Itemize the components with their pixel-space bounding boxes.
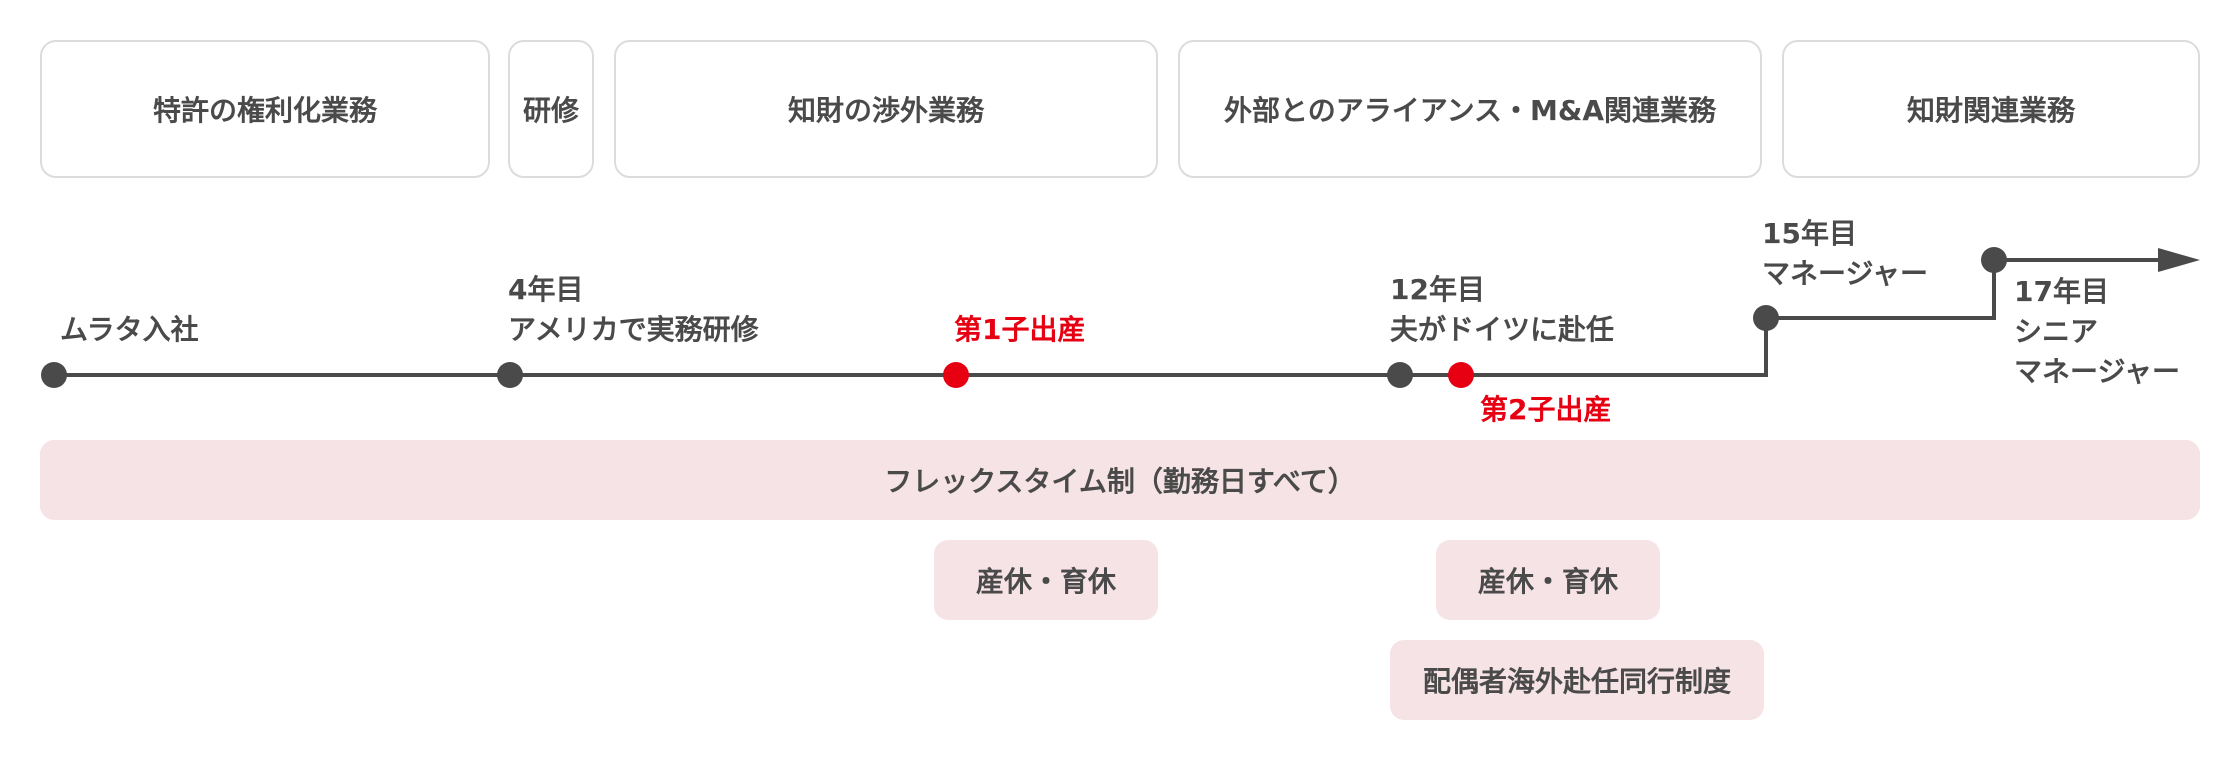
timeline-line [54, 258, 2160, 377]
label-year17-role1: シニア [2014, 315, 2099, 348]
dot-year15 [1753, 305, 1779, 331]
label-year4-year: 4年目 [508, 273, 584, 306]
label-birth1: 第1子出産 [954, 313, 1086, 346]
label-year12-event: 夫がドイツに赴任 [1390, 313, 1615, 346]
label-year12-year: 12年目 [1390, 273, 1485, 306]
phase-ip-related: 知財関連業務 [1782, 40, 2200, 178]
label-year12: 12年目 夫がドイツに赴任 [1390, 270, 1614, 350]
arrow-head-icon [2158, 248, 2200, 272]
label-year17-year: 17年目 [2014, 275, 2109, 308]
dot-year12 [1387, 362, 1413, 388]
program-leave-2: 産休・育休 [1436, 540, 1660, 620]
dot-year17 [1981, 247, 2007, 273]
program-spouse-transfer: 配偶者海外赴任同行制度 [1390, 640, 1764, 720]
label-year17-role2: マネージャー [2014, 355, 2181, 388]
label-year15-role: マネージャー [1762, 257, 1929, 290]
dot-year4 [497, 362, 523, 388]
label-year17: 17年目 シニア マネージャー [2014, 272, 2180, 392]
dot-join [41, 362, 67, 388]
label-birth2: 第2子出産 [1480, 393, 1612, 426]
program-flextime: フレックスタイム制（勤務日すべて） [40, 440, 2200, 520]
label-year4-event: アメリカで実務研修 [508, 313, 759, 346]
phase-training: 研修 [508, 40, 594, 178]
phase-patent-rights: 特許の権利化業務 [40, 40, 490, 178]
dot-birth2 [1448, 362, 1474, 388]
label-year15-year: 15年目 [1762, 217, 1857, 250]
label-year15: 15年目 マネージャー [1762, 214, 1928, 294]
program-leave-1: 産休・育休 [934, 540, 1158, 620]
dot-birth1 [943, 362, 969, 388]
label-year4: 4年目 アメリカで実務研修 [508, 270, 759, 350]
label-join: ムラタ入社 [60, 313, 199, 346]
phase-ip-negotiation: 知財の渉外業務 [614, 40, 1158, 178]
phase-alliance-ma: 外部とのアライアンス・M&A関連業務 [1178, 40, 1762, 178]
